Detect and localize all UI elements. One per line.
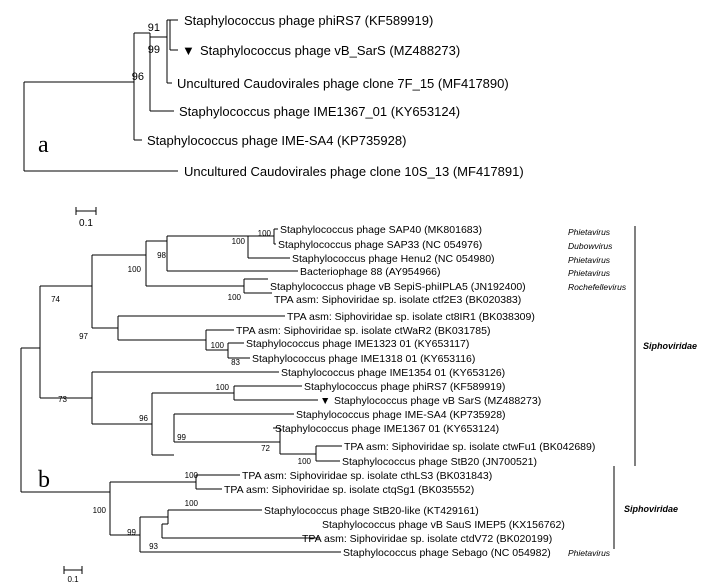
tip-label: TPA asm: Siphoviridae sp. isolate ctWaR2… <box>236 325 490 337</box>
genus-label: Phietavirus <box>568 255 611 265</box>
bootstrap-value: 99 <box>148 44 160 56</box>
bootstrap-value: 100 <box>298 457 312 466</box>
bootstrap-value: 96 <box>139 414 148 423</box>
tip-label: Uncultured Caudovirales phage clone 10S_… <box>184 164 524 179</box>
bootstrap-value: 100 <box>258 229 272 238</box>
panel-a-tree <box>23 19 178 172</box>
bootstrap-value: 74 <box>51 295 60 304</box>
scale-bar-a-label: 0.1 <box>79 218 93 229</box>
tip-label: Staphylococcus phage SAP33 (NC 054976) <box>278 239 482 251</box>
bootstrap-value: 100 <box>232 237 246 246</box>
bootstrap-value: 73 <box>58 395 67 404</box>
tip-label: Staphylococcus phage IME1323 01 (KY65311… <box>246 338 469 350</box>
tip-label: Staphylococcus phage vB_SarS (MZ488273) <box>200 43 460 58</box>
tip-label: Staphylococcus phage IME1318 01 (KY65311… <box>252 353 475 365</box>
tip-label: Staphylococcus phage StB20-like (KT42916… <box>264 505 479 517</box>
tip-label: Staphylococcus phage vB SepiS-phiIPLA5 (… <box>270 281 526 293</box>
panel-label-b: b <box>38 467 50 493</box>
tip-marker: ▼ <box>320 395 330 407</box>
genus-label: Phietavirus <box>568 268 611 278</box>
tip-label: Staphylococcus phage Henu2 (NC 054980) <box>292 253 495 265</box>
tip-marker: ▼ <box>182 43 195 58</box>
tip-label: TPA asm: Siphoviridae sp. isolate ctdV72… <box>302 533 552 545</box>
tip-label: Staphylococcus phage IME1367_01 (KY65312… <box>179 104 460 119</box>
bootstrap-value: 98 <box>157 251 166 260</box>
tip-label: Bacteriophage 88 (AY954966) <box>300 266 441 278</box>
tip-label: Staphylococcus phage IME1354 01 (KY65312… <box>281 367 505 379</box>
family-label: Siphoviridae <box>643 341 697 351</box>
bootstrap-value: 100 <box>128 265 142 274</box>
genus-label: Phietavirus <box>568 548 611 558</box>
tip-label: Staphylococcus phage Sebago (NC 054982) <box>343 547 551 559</box>
bootstrap-value: 96 <box>132 71 144 83</box>
tip-label: TPA asm: Siphoviridae sp. isolate ctf2E3… <box>274 294 521 306</box>
tip-label: Staphylococcus phage vB SauS IMEP5 (KX15… <box>322 519 565 531</box>
scale-bar-b <box>63 566 83 574</box>
bootstrap-value: 72 <box>261 444 270 453</box>
tip-label: Staphylococcus phage phiRS7 (KF589919) <box>184 13 433 28</box>
family-label: Siphoviridae <box>624 504 678 514</box>
bootstrap-value: 100 <box>185 499 199 508</box>
tip-label: Staphylococcus phage IME-SA4 (KP735928) <box>147 133 406 148</box>
bootstrap-value: 99 <box>127 528 136 537</box>
tip-label: Staphylococcus phage SAP40 (MK801683) <box>280 224 482 236</box>
bootstrap-value: 93 <box>149 542 158 551</box>
bootstrap-value: 83 <box>231 358 240 367</box>
tip-label: Staphylococcus phage StB20 (JN700521) <box>342 456 537 468</box>
bootstrap-value: 97 <box>79 332 88 341</box>
scale-bar-a <box>75 207 97 215</box>
genus-label: Phietavirus <box>568 227 611 237</box>
tip-label: Staphylococcus phage phiRS7 (KF589919) <box>304 381 505 393</box>
bootstrap-value: 99 <box>177 433 186 442</box>
genus-label: Dubowvirus <box>568 241 613 251</box>
tip-label: Staphylococcus phage IME1367 01 (KY65312… <box>275 423 499 435</box>
bootstrap-value: 100 <box>93 506 107 515</box>
bootstrap-value: 91 <box>148 22 160 34</box>
genus-label: Rochefellevirus <box>568 282 627 292</box>
tip-label: Staphylococcus phage IME-SA4 (KP735928) <box>296 409 506 421</box>
scale-bar-b-label: 0.1 <box>67 575 79 584</box>
bootstrap-value: 100 <box>216 383 230 392</box>
bootstrap-value: 100 <box>185 471 199 480</box>
tip-label: TPA asm: Siphoviridae sp. isolate ctwFu1… <box>344 441 595 453</box>
bootstrap-value: 100 <box>211 341 225 350</box>
bootstrap-value: 100 <box>228 293 242 302</box>
tip-label: Staphylococcus phage vB SarS (MZ488273) <box>334 395 541 407</box>
tip-label: TPA asm: Siphoviridae sp. isolate ct8IR1… <box>287 311 535 323</box>
tip-label: Uncultured Caudovirales phage clone 7F_1… <box>177 76 509 91</box>
tip-label: TPA asm: Siphoviridae sp. isolate cthLS3… <box>242 470 492 482</box>
panel-b-tree <box>20 228 342 553</box>
panel-label-a: a <box>38 132 49 158</box>
tip-label: TPA asm: Siphoviridae sp. isolate ctqSg1… <box>224 484 474 496</box>
